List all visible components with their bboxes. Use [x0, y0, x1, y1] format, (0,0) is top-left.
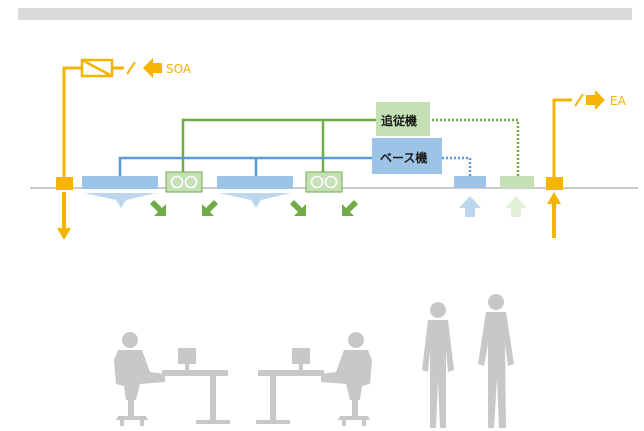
arrow-up-icon	[459, 196, 481, 217]
office-desk-icon	[114, 332, 230, 426]
follower-network: 追従機	[181, 102, 534, 217]
ea-duct: EA	[546, 90, 627, 238]
arrow-up-icon	[547, 192, 561, 238]
standing-person-icon	[422, 302, 454, 428]
follower-unit-box	[376, 102, 430, 136]
base-unit-box	[372, 138, 442, 174]
soa-duct: SOA	[56, 58, 192, 240]
base-supply-unit-1	[82, 176, 158, 208]
follower-fan-unit-1	[150, 171, 218, 216]
soa-label: SOA	[166, 62, 192, 76]
arrow-left-icon	[143, 58, 162, 78]
arrow-down-icon	[57, 192, 71, 240]
base-network: ベース機	[118, 138, 486, 217]
arrow-right-icon	[586, 90, 605, 110]
standing-person-icon	[478, 294, 514, 428]
follower-fan-unit-2	[290, 171, 358, 216]
ea-label: EA	[610, 94, 627, 108]
arrow-up-icon	[505, 196, 527, 217]
follower-unit-label: 追従機	[381, 113, 417, 128]
base-supply-unit-2	[217, 176, 293, 208]
top-band	[18, 8, 632, 20]
base-unit-label: ベース機	[380, 150, 427, 165]
office-desk-icon	[256, 332, 372, 426]
